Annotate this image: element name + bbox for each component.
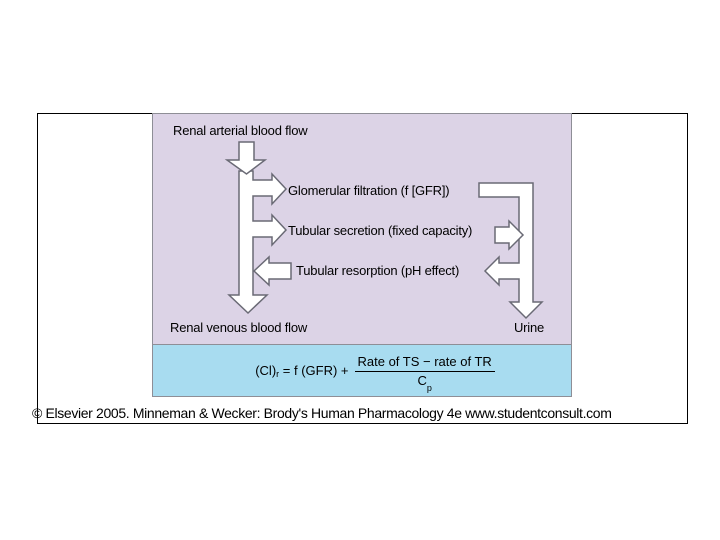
formula-fraction: Rate of TS − rate of TR Cp (354, 354, 495, 393)
clearance-formula-panel: (Cl)r = f (GFR) + Rate of TS − rate of T… (152, 345, 572, 397)
formula-numerator: Rate of TS − rate of TR (354, 354, 495, 372)
resorption-return-arrow (252, 255, 292, 287)
formula-mid: = f (GFR) + (279, 363, 349, 378)
figure-frame: Renal arterial blood flow Glomerular fil… (32, 113, 688, 424)
renal-clearance-diagram: Renal arterial blood flow Glomerular fil… (152, 113, 572, 345)
tubular-resorption-label: Tubular resorption (pH effect) (296, 263, 460, 278)
tubular-secretion-label: Tubular secretion (fixed capacity) (288, 223, 473, 238)
flow-arrows-canvas (224, 141, 544, 320)
glomerular-filtration-label: Glomerular filtration (f [GFR]) (288, 183, 450, 198)
renal-blood-flow-down-arrow (227, 170, 288, 315)
arterial-inflow-arrow (224, 141, 268, 175)
formula-denominator-base: C (417, 372, 427, 388)
figure-panels: Renal arterial blood flow Glomerular fil… (152, 113, 572, 397)
urine-label: Urine (513, 320, 545, 335)
secretion-inflow-arrow (494, 219, 525, 251)
renal-arterial-blood-flow-label: Renal arterial blood flow (173, 123, 308, 138)
clearance-formula: (Cl)r = f (GFR) + Rate of TS − rate of T… (255, 354, 495, 393)
renal-venous-blood-flow-label: Renal venous blood flow (170, 320, 308, 335)
formula-denominator-subscript: p (426, 383, 432, 394)
formula-lhs: (Cl) (255, 363, 277, 378)
formula-denominator: Cp (355, 372, 495, 393)
copyright-credit: © Elsevier 2005. Minneman & Wecker: Brod… (32, 405, 612, 421)
urine-flow-down-arrow (478, 182, 544, 320)
